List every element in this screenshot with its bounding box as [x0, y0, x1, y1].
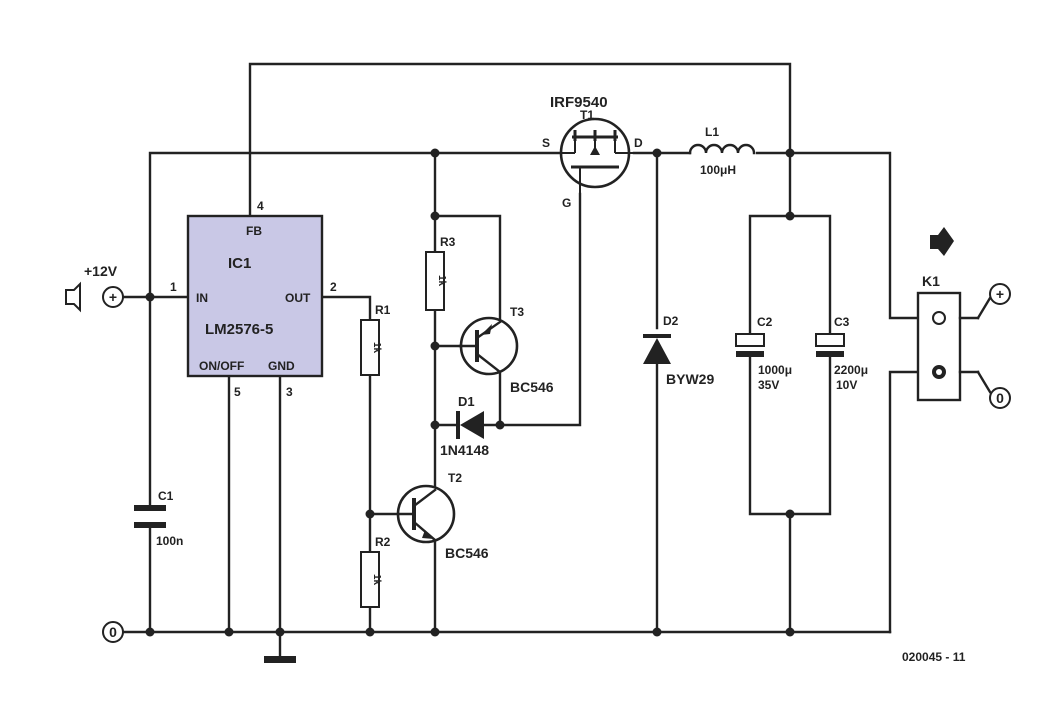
d2-part-label: BYW29: [666, 371, 714, 387]
diode-d1: D1 1N4148: [440, 394, 489, 458]
l1-value-label: 100μH: [700, 163, 736, 177]
t1-ref-label: T1: [580, 108, 594, 122]
input-arrow-icon: [65, 281, 81, 313]
capacitor-c2: C2 1000μ 35V: [735, 315, 792, 392]
output-arrow-icon: [930, 227, 954, 256]
transistor-t2: T2 BC546: [396, 471, 489, 561]
ic1-pin-2-number: 2: [330, 280, 337, 294]
resistor-r1: 1k R1: [360, 303, 391, 376]
r3-ref-label: R3: [440, 235, 456, 249]
ic1-pin-onoff-label: ON/OFF: [199, 359, 244, 373]
c3-voltage-label: 10V: [836, 378, 857, 392]
l1-ref-label: L1: [705, 125, 719, 139]
ic1-pin-3-number: 3: [286, 385, 293, 399]
k1-ref-label: K1: [922, 273, 940, 289]
ic1-pin-1-number: 1: [170, 280, 177, 294]
output-zero-sign: 0: [996, 390, 1004, 406]
junction-dots: [145, 148, 795, 637]
t3-ref-label: T3: [510, 305, 524, 319]
t1-part-label: IRF9540: [550, 94, 608, 111]
d1-part-label: 1N4148: [440, 442, 489, 458]
diode-d2: D2 BYW29: [643, 314, 714, 387]
ic1-pin-5-number: 5: [234, 385, 241, 399]
t3-part-label: BC546: [510, 379, 554, 395]
c1-value-label: 100n: [156, 534, 183, 548]
capacitor-c3: C3 2200μ 10V: [815, 315, 868, 392]
ic1-pin-out-label: OUT: [285, 291, 311, 305]
t1-arrow-icon: [590, 146, 600, 155]
input-terminal: + +12V 0: [65, 263, 124, 643]
t1-pin-g-label: G: [562, 196, 571, 210]
d2-ref-label: D2: [663, 314, 679, 328]
input-voltage-label: +12V: [84, 263, 118, 279]
ic1-lm2576: FB IC1 IN OUT LM2576-5 ON/OFF GND 4 1 2 …: [170, 199, 337, 399]
r1-ref-label: R1: [375, 303, 391, 317]
r1-value-label: 1k: [371, 342, 382, 354]
t2-ref-label: T2: [448, 471, 462, 485]
c3-ref-label: C3: [834, 315, 850, 329]
transistor-t3: T3 BC546: [458, 305, 554, 395]
t2-part-label: BC546: [445, 545, 489, 561]
c2-voltage-label: 35V: [758, 378, 779, 392]
ic1-ref-label: IC1: [228, 255, 251, 272]
t1-pin-s-label: S: [542, 136, 550, 150]
figure-code: 020045 - 11: [902, 650, 966, 664]
r2-ref-label: R2: [375, 535, 391, 549]
ic1-pin-in-label: IN: [196, 291, 208, 305]
r2-value-label: 1k: [371, 574, 382, 586]
capacitor-c1: C1 100n: [134, 489, 183, 548]
ic1-pin-4-number: 4: [257, 199, 264, 213]
c2-ref-label: C2: [757, 315, 773, 329]
r3-value-label: 1k: [436, 275, 447, 287]
output-connector-k1: K1 + 0: [916, 227, 1011, 409]
d1-ref-label: D1: [458, 394, 475, 409]
resistor-r2: 1k R2: [360, 535, 391, 608]
c2-value-label: 1000μ: [758, 363, 792, 377]
input-zero-sign: 0: [109, 624, 117, 640]
t1-pin-d-label: D: [634, 136, 643, 150]
t2-emitter-arrow-icon: [422, 530, 434, 539]
c1-ref-label: C1: [158, 489, 174, 503]
t3-emitter-arrow-icon: [481, 324, 492, 335]
inductor-l1: L1 100μH: [688, 125, 756, 177]
ic1-part-label: LM2576-5: [205, 321, 273, 338]
ground-icon: [264, 656, 296, 663]
resistor-r3: 1k R3: [425, 235, 456, 311]
ic1-pin-gnd-label: GND: [268, 359, 295, 373]
wires: [122, 62, 920, 658]
output-plus-sign: +: [996, 286, 1004, 302]
ic1-pin-fb-label: FB: [246, 224, 262, 238]
input-plus-sign: +: [109, 289, 117, 305]
mosfet-t1: T1 IRF9540 S D G: [542, 94, 643, 210]
c3-value-label: 2200μ: [834, 363, 868, 377]
